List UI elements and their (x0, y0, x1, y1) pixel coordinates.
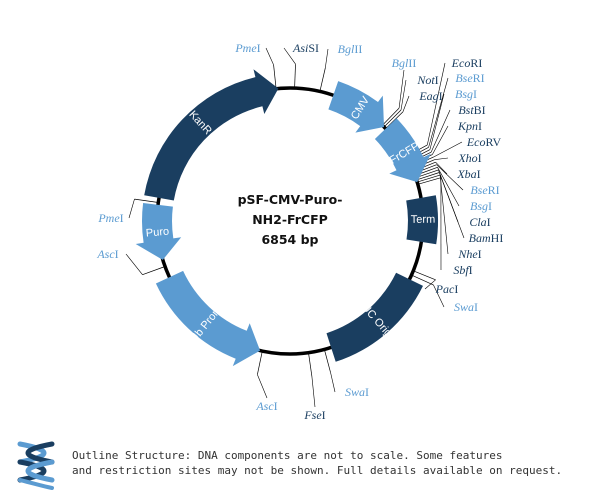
site-label-sbfi: SbfI (453, 263, 472, 277)
site-label-asci: AscI (96, 247, 118, 261)
feature-cmv (328, 81, 384, 133)
site-leader-bstbi (430, 109, 451, 153)
site-tick-fsei (308, 352, 313, 377)
site-label-eagi: EagI (418, 89, 442, 103)
site-label-noti: NotI (416, 73, 438, 87)
site-label-fsei: FseI (303, 408, 325, 422)
site-leader-bsgi (429, 93, 445, 150)
site-tick-asci (142, 266, 166, 276)
site-tick-bamhi (416, 172, 440, 181)
site-label-bamhi: BamHI (469, 231, 504, 245)
site-leader-pmei (265, 47, 274, 66)
site-label-paci: PacI (435, 282, 459, 296)
site-leader-bsgi (437, 167, 460, 207)
site-leader-bglii (325, 48, 329, 69)
site-tick-nhei (417, 174, 441, 183)
site-label-kpni: KpnI (457, 119, 482, 133)
site-leader-fsei (311, 376, 316, 408)
site-label-nhei: NheI (457, 247, 481, 261)
site-label-pmei: PmeI (234, 41, 260, 55)
site-tick-paci (413, 270, 436, 281)
site-tick-asisi (294, 64, 296, 89)
disclaimer-line-1: Outline Structure: DNA components are no… (72, 449, 503, 462)
site-label-bstbi: BstBI (458, 103, 485, 117)
site-leader-pmei (128, 199, 135, 219)
feature-label-term: Term (411, 214, 436, 226)
site-tick-swai (324, 349, 331, 373)
site-tick-bglii (382, 107, 400, 126)
site-tick-pmei (134, 198, 159, 203)
site-leader-xhoi (434, 157, 449, 160)
site-label-bglii: BglII (392, 56, 417, 70)
site-leader-xbai (435, 161, 448, 175)
feature-label-puro: Puro (145, 226, 169, 240)
footer: Outline Structure: DNA components are no… (12, 438, 592, 494)
site-leader-swai (330, 372, 336, 393)
site-label-clai: ClaI (469, 215, 490, 229)
site-tick-bglii (319, 67, 326, 92)
site-label-pmei: PmeI (97, 211, 123, 225)
site-tick-swai (411, 274, 434, 286)
site-label-bsgi: BsgI (455, 87, 477, 101)
feature-ub-prom (155, 270, 261, 367)
plasmid-size: 6854 bp (261, 232, 318, 247)
site-tick-eagi (385, 111, 404, 129)
site-leader-ecorv (433, 141, 463, 158)
site-label-xbai: XbaI (456, 167, 480, 181)
site-leader-paci (424, 279, 436, 290)
disclaimer-line-2: and restriction sites may not be shown. … (72, 464, 563, 477)
plasmid-name-line2: NH2-FrCFP (252, 212, 328, 227)
feature-puro (135, 203, 182, 260)
disclaimer-text: Outline Structure: DNA components are no… (72, 448, 592, 478)
feature-kanr (144, 69, 279, 201)
site-label-asisi: AsiSI (292, 41, 319, 55)
site-leader-asci (125, 253, 143, 275)
plasmid-title: pSF-CMV-Puro- NH2-FrCFP 6854 bp (238, 192, 343, 247)
site-label-bseri: BseRI (455, 71, 484, 85)
site-label-ecori: EcoRI (451, 56, 483, 70)
site-tick-noti (383, 109, 402, 128)
site-leader-bglii (398, 69, 405, 109)
site-tick-sbfi (417, 177, 441, 185)
site-leader-bamhi (439, 172, 465, 239)
site-leader-ecori (427, 62, 446, 145)
plasmid-name-line1: pSF-CMV-Puro- (238, 192, 343, 207)
site-leader-bseri (428, 77, 449, 148)
site-label-swai: SwaI (454, 300, 478, 314)
site-leader-swai (433, 284, 445, 308)
site-tick-pmei (273, 64, 277, 89)
site-leader-nhei (439, 175, 449, 255)
site-label-swai: SwaI (345, 385, 369, 399)
site-leader-noti (400, 79, 407, 111)
site-leader-asisi (283, 47, 296, 65)
site-leader-eagi (402, 95, 410, 113)
site-label-bglii: BglII (338, 42, 363, 56)
site-label-ecorv: EcoRV (466, 135, 502, 149)
site-label-bseri: BseRI (470, 183, 499, 197)
site-leader-bseri (436, 164, 464, 191)
feature-term (406, 195, 439, 245)
feature-puc-origin (326, 272, 423, 362)
site-leader-asci (257, 374, 268, 399)
feature-frcfp (374, 118, 431, 183)
site-label-xhoi: XhoI (457, 151, 481, 165)
dna-helix-logo-icon (17, 441, 55, 490)
site-leader-kpni (432, 125, 449, 155)
site-label-bsgi: BsgI (470, 199, 492, 213)
site-label-asci: AscI (255, 399, 277, 413)
site-tick-asci (257, 351, 263, 375)
